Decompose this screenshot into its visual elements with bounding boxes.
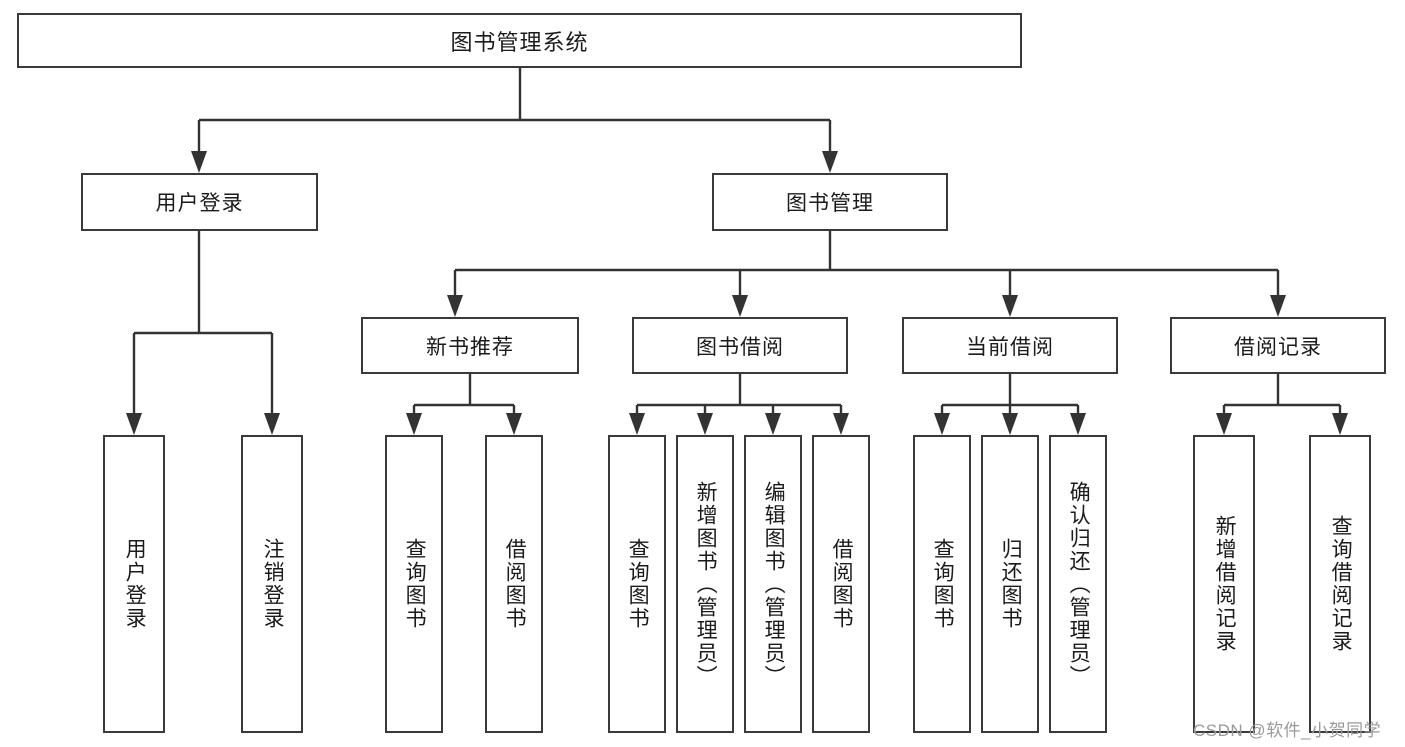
- node-bookmgmt[interactable]: 图书管理: [712, 173, 948, 231]
- node-l-bo-add[interactable]: 新增图书（管理员）: [676, 435, 734, 733]
- connector-arrowhead-login: [126, 413, 142, 435]
- connector-arrowhead-borrow: [765, 413, 781, 435]
- node-l-bo-query[interactable]: 查询图书: [608, 435, 666, 733]
- connector-arrowhead-current: [934, 413, 950, 435]
- connector-arrowhead-root: [822, 151, 838, 173]
- node-label: 查询图书: [931, 538, 955, 630]
- node-l-re-query[interactable]: 查询借阅记录: [1309, 435, 1371, 733]
- node-label: 新书推荐: [426, 335, 514, 359]
- node-l-cu-query[interactable]: 查询图书: [913, 435, 971, 733]
- connector-arrowhead-borrow: [629, 413, 645, 435]
- node-l-bo-edit[interactable]: 编辑图书（管理员）: [744, 435, 802, 733]
- node-label: 查询图书: [403, 538, 427, 630]
- node-label: 确认归还（管理员）: [1067, 480, 1091, 688]
- node-l-nb-borrow[interactable]: 借阅图书: [485, 435, 543, 733]
- node-label: 编辑图书（管理员）: [762, 480, 786, 688]
- node-label: 借阅图书: [830, 538, 854, 630]
- node-l-bo-lend[interactable]: 借阅图书: [812, 435, 870, 733]
- node-label: 新增图书（管理员）: [694, 480, 718, 688]
- connector-arrowhead-records: [1216, 413, 1232, 435]
- node-l-login[interactable]: 用户登录: [103, 435, 165, 733]
- connector-arrowhead-newbook: [406, 413, 422, 435]
- node-current[interactable]: 当前借阅: [902, 317, 1118, 374]
- connector-arrowhead-current: [1070, 413, 1086, 435]
- node-newbook[interactable]: 新书推荐: [361, 317, 579, 374]
- connector-arrowhead-bookmgmt: [447, 295, 463, 317]
- connector-arrowhead-borrow: [697, 413, 713, 435]
- connector-arrowhead-bookmgmt: [732, 295, 748, 317]
- node-l-nb-query[interactable]: 查询图书: [385, 435, 443, 733]
- node-label: 查询借阅记录: [1329, 515, 1353, 653]
- node-label: 归还图书: [999, 538, 1023, 630]
- node-label: 新增借阅记录: [1213, 515, 1237, 653]
- connector-arrowhead-current: [1002, 413, 1018, 435]
- node-label: 用户登录: [123, 538, 147, 630]
- connector-arrowhead-borrow: [833, 413, 849, 435]
- node-label: 用户登录: [155, 192, 244, 215]
- node-label: 图书管理: [786, 192, 874, 215]
- connector-arrowhead-bookmgmt: [1270, 295, 1286, 317]
- watermark-label: CSDN @软件_小贺同学: [1193, 721, 1382, 740]
- node-label: 当前借阅: [966, 335, 1054, 359]
- node-label: 借阅图书: [503, 538, 527, 630]
- node-label: 查询图书: [626, 538, 650, 630]
- connector-arrowhead-root: [191, 151, 207, 173]
- node-l-logout[interactable]: 注销登录: [241, 435, 303, 733]
- node-l-cu-return[interactable]: 归还图书: [981, 435, 1039, 733]
- connector-arrowhead-login: [264, 413, 280, 435]
- node-borrow[interactable]: 图书借阅: [632, 317, 848, 374]
- node-label: 注销登录: [261, 538, 285, 630]
- node-l-cu-conf[interactable]: 确认归还（管理员）: [1049, 435, 1107, 733]
- node-root[interactable]: 图书管理系统: [17, 13, 1022, 68]
- connector-arrowhead-bookmgmt: [1002, 295, 1018, 317]
- node-label: 图书管理系统: [450, 29, 589, 55]
- node-records[interactable]: 借阅记录: [1170, 317, 1386, 374]
- connector-arrowhead-newbook: [506, 413, 522, 435]
- node-l-re-add[interactable]: 新增借阅记录: [1193, 435, 1255, 733]
- node-label: 图书借阅: [696, 335, 784, 359]
- connector-arrowhead-records: [1332, 413, 1348, 435]
- node-label: 借阅记录: [1234, 335, 1322, 359]
- node-login[interactable]: 用户登录: [81, 173, 318, 231]
